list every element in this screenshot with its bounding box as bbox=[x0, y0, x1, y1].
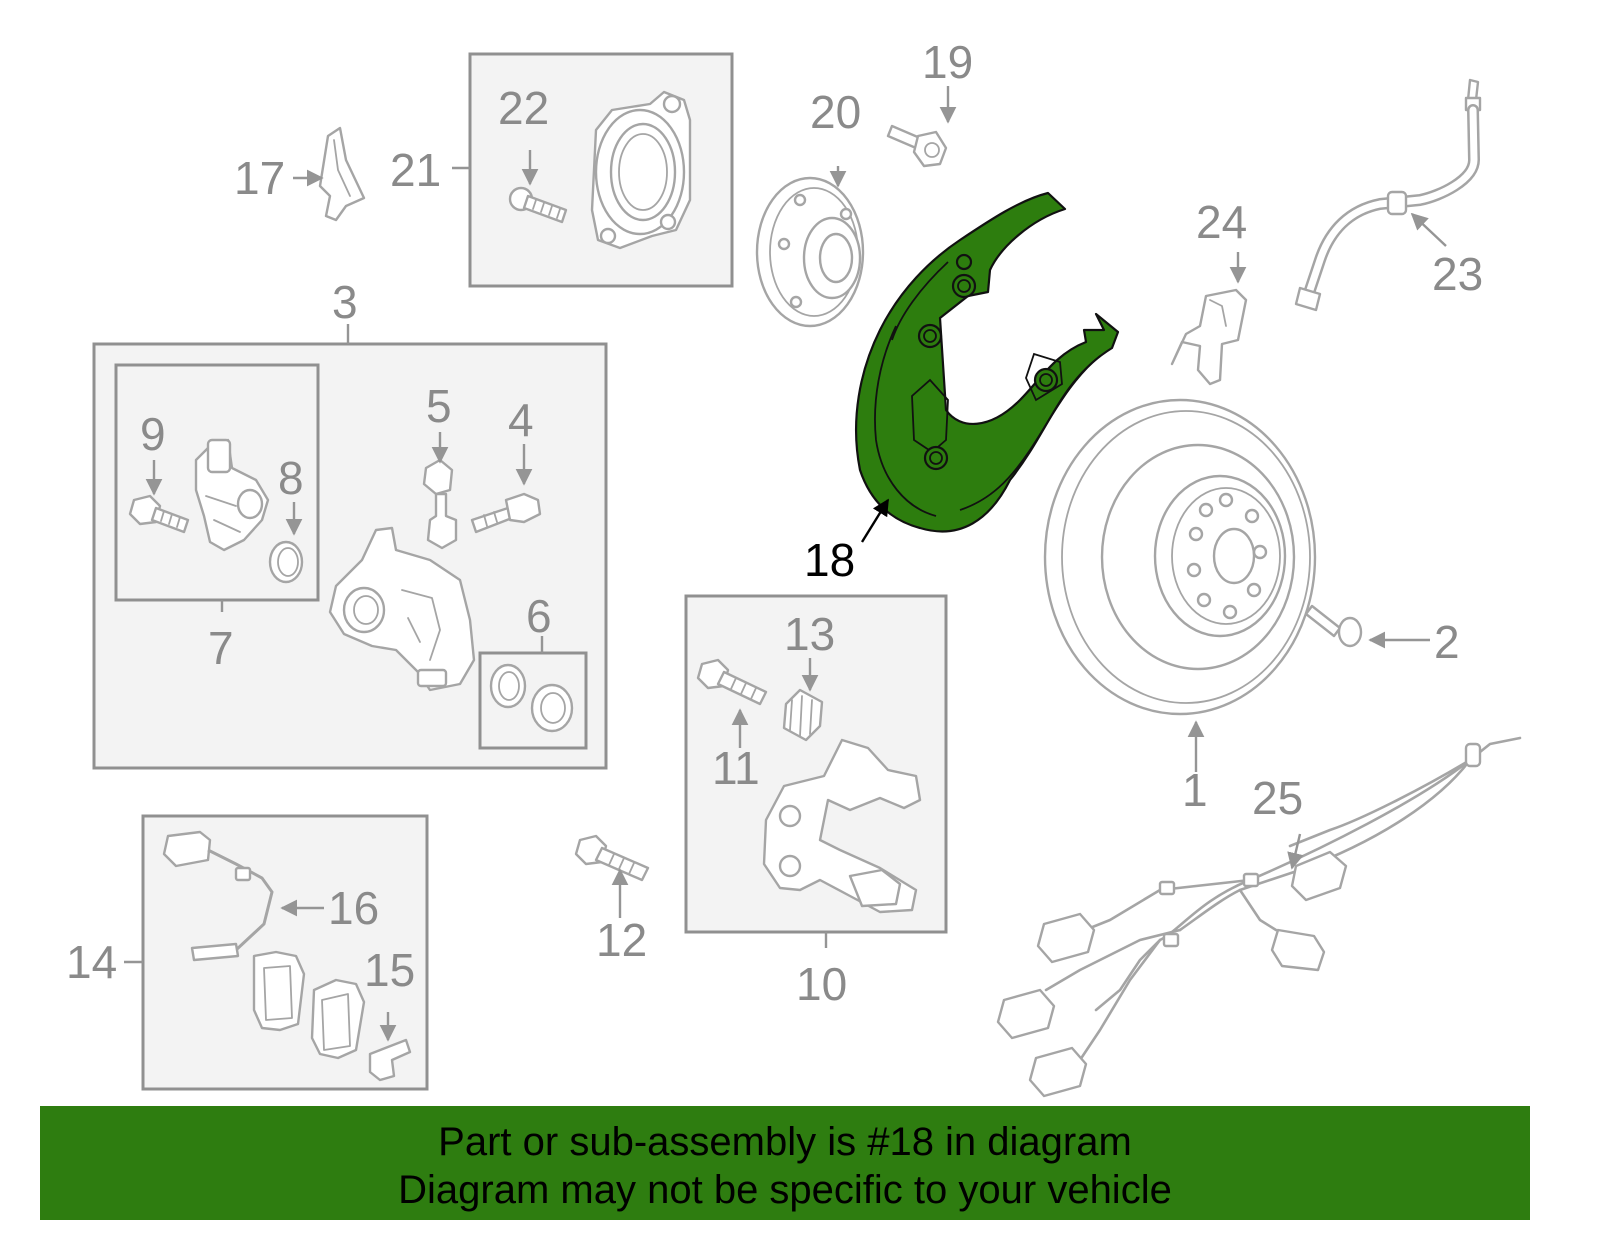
callout-9: 9 bbox=[140, 408, 166, 460]
callout-14: 14 bbox=[66, 936, 117, 988]
callout-11: 11 bbox=[712, 742, 760, 794]
info-banner: Part or sub-assembly is #18 in diagram D… bbox=[40, 1106, 1530, 1220]
banner-line-1: Part or sub-assembly is #18 in diagram bbox=[438, 1120, 1132, 1164]
callout-19: 19 bbox=[922, 36, 973, 88]
callout-18: 18 bbox=[804, 534, 855, 586]
seal-ring-part-8 bbox=[268, 540, 304, 584]
bolt-part-12 bbox=[574, 834, 650, 882]
callout-2: 2 bbox=[1434, 616, 1460, 668]
callout-12: 12 bbox=[596, 914, 647, 966]
callout-16: 16 bbox=[328, 882, 379, 934]
caliper-bracket-part-10 bbox=[762, 738, 922, 914]
callout-7: 7 bbox=[208, 622, 234, 674]
bushing-part-13 bbox=[782, 688, 824, 742]
callout-23: 23 bbox=[1432, 248, 1483, 300]
brake-hose-part-23 bbox=[1294, 78, 1482, 312]
caliper-part-3 bbox=[328, 526, 476, 692]
callout-4: 4 bbox=[508, 394, 534, 446]
callout-6: 6 bbox=[526, 590, 552, 642]
wheel-hub-part-20 bbox=[755, 176, 865, 328]
bolt-part-19 bbox=[886, 124, 948, 168]
leader-lines bbox=[124, 86, 1447, 1042]
clip-part-15 bbox=[368, 1038, 412, 1082]
actuator-part-7 bbox=[194, 438, 270, 552]
bearing-housing-part-21 bbox=[590, 90, 692, 250]
sensor-part-24 bbox=[1170, 288, 1248, 386]
callout-8: 8 bbox=[278, 452, 304, 504]
callout-15: 15 bbox=[364, 944, 415, 996]
screw-part-2 bbox=[1304, 604, 1363, 648]
banner-line-2: Diagram may not be specific to your vehi… bbox=[398, 1168, 1172, 1212]
wear-sensor-part-16 bbox=[162, 830, 274, 962]
bolt-part-4 bbox=[470, 492, 542, 534]
callout-13: 13 bbox=[784, 608, 835, 660]
callout-24: 24 bbox=[1196, 196, 1247, 248]
callout-21: 21 bbox=[390, 144, 441, 196]
callout-22: 22 bbox=[498, 82, 549, 134]
callout-25: 25 bbox=[1252, 772, 1303, 824]
brake-pad-part-14b bbox=[310, 978, 366, 1060]
callout-numbers: 1 2 3 4 5 6 7 8 9 10 11 12 13 14 15 16 1… bbox=[66, 36, 1483, 1010]
leader-18 bbox=[860, 498, 890, 543]
brake-rotor-part-1 bbox=[1043, 398, 1317, 716]
bolt-part-11 bbox=[696, 658, 768, 706]
bolt-part-9 bbox=[128, 494, 190, 534]
callout-1: 1 bbox=[1182, 764, 1208, 816]
wiring-harness-part-25 bbox=[996, 736, 1522, 1098]
callout-17: 17 bbox=[234, 152, 285, 204]
piston-seal-part-6 bbox=[489, 663, 574, 733]
bracket-part-17 bbox=[318, 126, 366, 222]
bolt-part-22 bbox=[508, 186, 568, 224]
callout-3: 3 bbox=[332, 276, 358, 328]
callout-10: 10 bbox=[796, 958, 847, 1010]
dust-shield-part-18 bbox=[855, 191, 1120, 533]
brake-pad-part-14a bbox=[252, 950, 306, 1032]
callout-20: 20 bbox=[810, 86, 861, 138]
callout-5: 5 bbox=[426, 380, 452, 432]
